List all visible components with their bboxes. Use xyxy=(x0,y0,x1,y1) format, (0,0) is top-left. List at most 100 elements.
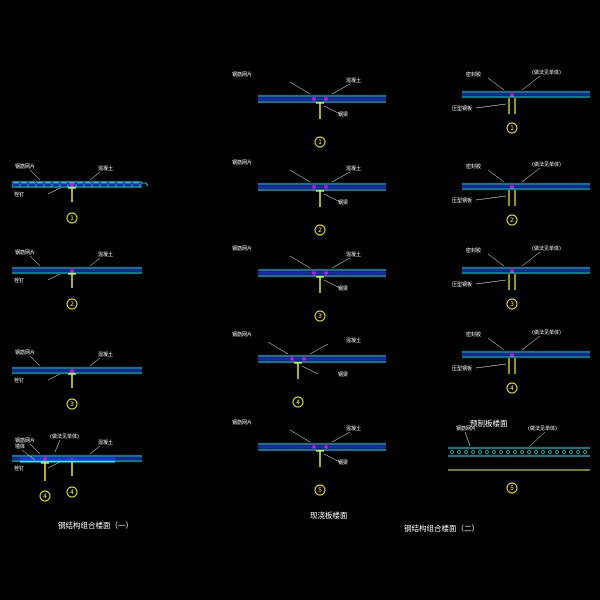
weld-marker xyxy=(324,97,328,101)
leader-line xyxy=(289,429,311,443)
slab-infill xyxy=(462,353,590,356)
leader-line xyxy=(521,251,541,267)
leader-label: 压型钢板 xyxy=(452,197,472,204)
leader-label: 钢梁 xyxy=(338,111,348,118)
leader-label: 压型钢板 xyxy=(452,281,472,288)
leader-label: 栓钉 xyxy=(14,277,24,284)
leader-label: (做法见单体) xyxy=(532,161,561,168)
slab-infill xyxy=(12,183,142,186)
weld-marker xyxy=(510,269,514,273)
leader-label: 混凝土 xyxy=(98,165,113,172)
detail-number: 3 xyxy=(318,313,322,320)
leader-line xyxy=(331,83,351,95)
leader-line xyxy=(89,257,101,267)
detail-number-circle xyxy=(292,396,304,408)
weld-marker xyxy=(43,457,47,461)
detail-number-circle xyxy=(506,382,518,394)
leader-line xyxy=(47,373,61,381)
slab-infill xyxy=(12,369,142,372)
precast-core xyxy=(450,450,454,454)
detail-number-circle xyxy=(506,298,518,310)
leader-label: 钢筋网片 xyxy=(15,163,35,170)
weld-marker xyxy=(324,185,328,189)
weld-marker xyxy=(312,97,316,101)
precast-core xyxy=(583,450,587,454)
leader-line xyxy=(323,193,341,203)
title-col1: 钢结构组合楼面（一） xyxy=(58,520,133,530)
detail-number: 4 xyxy=(296,399,300,406)
slab-infill xyxy=(258,185,386,189)
leader-label: (做法见单体) xyxy=(532,69,561,76)
precast-core xyxy=(562,450,566,454)
slab-infill xyxy=(258,357,386,361)
leader-label: 栓钉 xyxy=(14,465,24,472)
leader-line xyxy=(29,255,41,267)
leader-label: 钢筋网片 xyxy=(456,425,476,432)
precast-core xyxy=(457,450,461,454)
weld-marker xyxy=(70,369,74,373)
weld-marker xyxy=(510,93,514,97)
weld-marker xyxy=(312,271,316,275)
leader-label: 密封胶 xyxy=(466,331,481,338)
detail-number-circle xyxy=(314,484,326,496)
leader-line xyxy=(487,77,505,91)
column-steel-composite-floor-2: 密封胶(做法见单体)压型钢板1密封胶(做法见单体)压型钢板2密封胶(做法见单体)… xyxy=(448,69,590,494)
detail-number-circle xyxy=(66,212,78,224)
leader-label: 钢筋网片 xyxy=(232,331,252,338)
precast-core xyxy=(513,450,517,454)
column-steel-composite-floor-1: 钢筋网片混凝土栓钉1钢筋网片混凝土栓钉2钢筋网片混凝土栓钉3钢筋网片混凝土栓钉4… xyxy=(11,163,149,502)
detail-number-circle xyxy=(506,482,518,494)
leader-label: 栓钉 xyxy=(14,377,24,384)
leader-label: 钢筋网片 xyxy=(232,419,252,426)
precast-core xyxy=(548,450,552,454)
weld-marker xyxy=(324,271,328,275)
precast-core xyxy=(506,450,510,454)
slab-infill xyxy=(258,271,386,275)
leader-line xyxy=(47,187,61,195)
detail-number: 1 xyxy=(510,125,514,132)
leader-line xyxy=(89,171,101,181)
precast-core xyxy=(520,450,524,454)
precast-core xyxy=(555,450,559,454)
slab-infill xyxy=(462,185,590,188)
precast-core xyxy=(534,450,538,454)
slab-infill xyxy=(20,457,115,461)
leader-label: 混凝土 xyxy=(98,351,113,358)
leader-label: 钢梁 xyxy=(338,459,348,466)
title-col3-detail5: 预制板楼面 xyxy=(470,418,508,428)
leader-label: 墙体 xyxy=(15,443,25,450)
leader-label: 钢筋网片 xyxy=(15,437,35,444)
detail-number-circle xyxy=(314,310,326,322)
leader-line xyxy=(309,343,329,355)
leader-label: 钢梁 xyxy=(338,199,348,206)
leader-label: 钢筋网片 xyxy=(15,349,35,356)
weld-marker xyxy=(70,183,74,187)
precast-core xyxy=(471,450,475,454)
slab-infill xyxy=(258,445,386,449)
leader-label: 压型钢板 xyxy=(452,105,472,112)
leader-line xyxy=(29,169,41,181)
leader-label: 钢筋网片 xyxy=(232,245,252,252)
leader-label: 混凝土 xyxy=(346,251,361,258)
detail-number: 2 xyxy=(510,217,514,224)
leader-label: 压型钢板 xyxy=(452,365,472,372)
leader-label: 钢筋网片 xyxy=(232,71,252,78)
leader-line xyxy=(487,253,505,267)
leader-label: 混凝土 xyxy=(98,251,113,258)
detail-number: 2 xyxy=(318,227,322,234)
weld-marker xyxy=(510,185,514,189)
weld-marker xyxy=(324,445,328,449)
leader-line xyxy=(475,279,507,285)
leader-line xyxy=(521,75,541,91)
precast-core xyxy=(499,450,503,454)
leader-line xyxy=(331,431,351,443)
leader-label: 钢筋网片 xyxy=(232,159,252,166)
leader-label: 钢梁 xyxy=(338,285,348,292)
leader-line xyxy=(289,255,311,269)
leader-label: (做法见单体) xyxy=(528,425,557,432)
weld-marker xyxy=(290,357,294,361)
leader-line xyxy=(487,337,505,351)
leader-label: 栓钉 xyxy=(14,191,24,198)
leader-line xyxy=(521,335,541,351)
precast-core xyxy=(541,450,545,454)
